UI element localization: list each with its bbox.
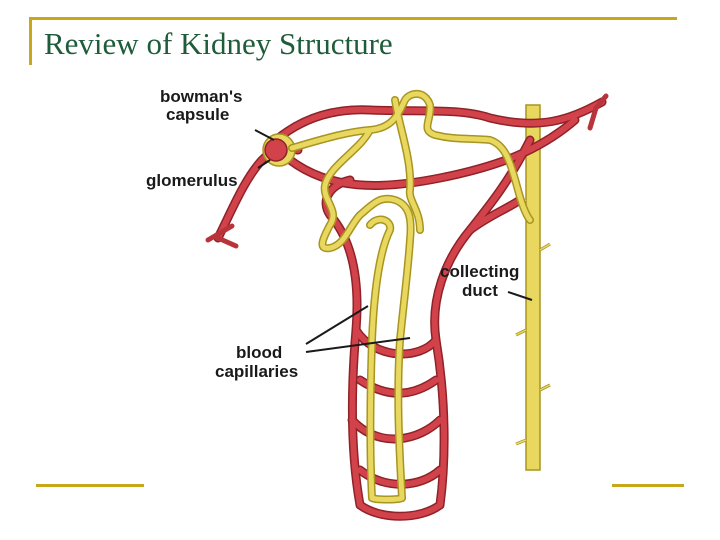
label-bowmans-capsule-line2: capsule bbox=[166, 105, 229, 124]
label-collecting-duct-line2: duct bbox=[462, 281, 498, 300]
label-collecting-duct-line1: collecting bbox=[440, 262, 519, 281]
label-blood-capillaries-line2: capillaries bbox=[215, 362, 298, 381]
frame-left-border bbox=[29, 17, 32, 65]
renal-tubule bbox=[288, 89, 534, 504]
frame-top-border bbox=[29, 17, 677, 20]
slide-title: Review of Kidney Structure bbox=[44, 26, 393, 61]
bottom-left-rule bbox=[36, 484, 144, 487]
glomerulus bbox=[262, 133, 296, 167]
bottom-right-rule bbox=[612, 484, 684, 487]
label-glomerulus: glomerulus bbox=[146, 171, 238, 190]
label-bowmans-capsule-line1: bowman's bbox=[160, 87, 242, 106]
label-blood-capillaries-line1: blood bbox=[236, 343, 282, 362]
leader-lines bbox=[254, 129, 533, 353]
